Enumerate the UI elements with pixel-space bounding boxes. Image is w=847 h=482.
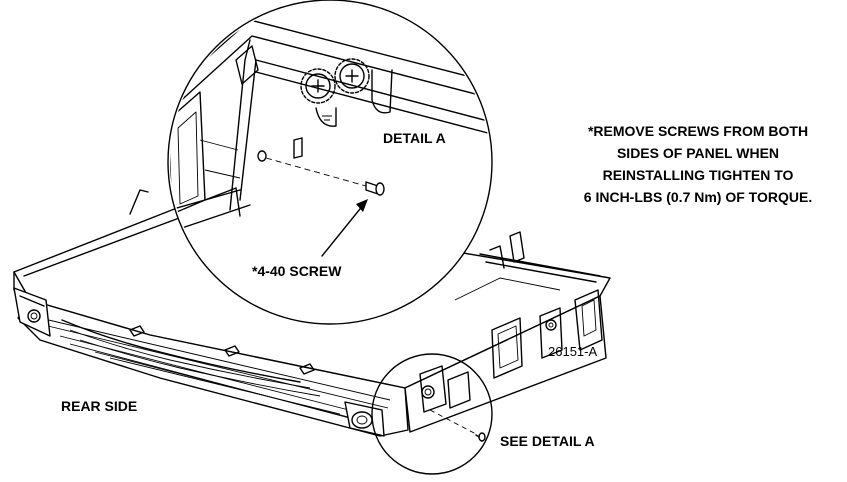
screw-pointer-arrow <box>321 203 365 257</box>
note-line-2: SIDES OF PANEL WHEN <box>617 145 779 161</box>
detail-a-label: DETAIL A <box>383 130 446 146</box>
note-line-1: *REMOVE SCREWS FROM BOTH <box>588 123 808 139</box>
tray-front-face <box>17 299 409 437</box>
installation-note: *REMOVE SCREWS FROM BOTH SIDES OF PANEL … <box>584 123 812 205</box>
screw-4-40-icon <box>365 181 385 196</box>
rear-side-label: REAR SIDE <box>61 398 137 414</box>
grounding-screw-2 <box>334 58 370 94</box>
note-line-4: 6 INCH-LBS (0.7 Nm) OF TORQUE. <box>584 189 812 205</box>
left-hinge <box>13 287 51 337</box>
tray-side-wall <box>404 295 607 433</box>
small-screw-icon <box>475 432 486 442</box>
screw-label: *4-40 SCREW <box>252 263 342 279</box>
figure-id: 26151-A <box>548 344 597 359</box>
see-detail-label: SEE DETAIL A <box>500 433 595 449</box>
detail-circle-large <box>167 0 493 325</box>
arrow-head-icon <box>356 199 368 212</box>
grounding-screw-1 <box>300 68 336 104</box>
note-line-3: REINSTALLING TIGHTEN TO <box>603 167 794 183</box>
detail-circle-small <box>371 353 493 475</box>
